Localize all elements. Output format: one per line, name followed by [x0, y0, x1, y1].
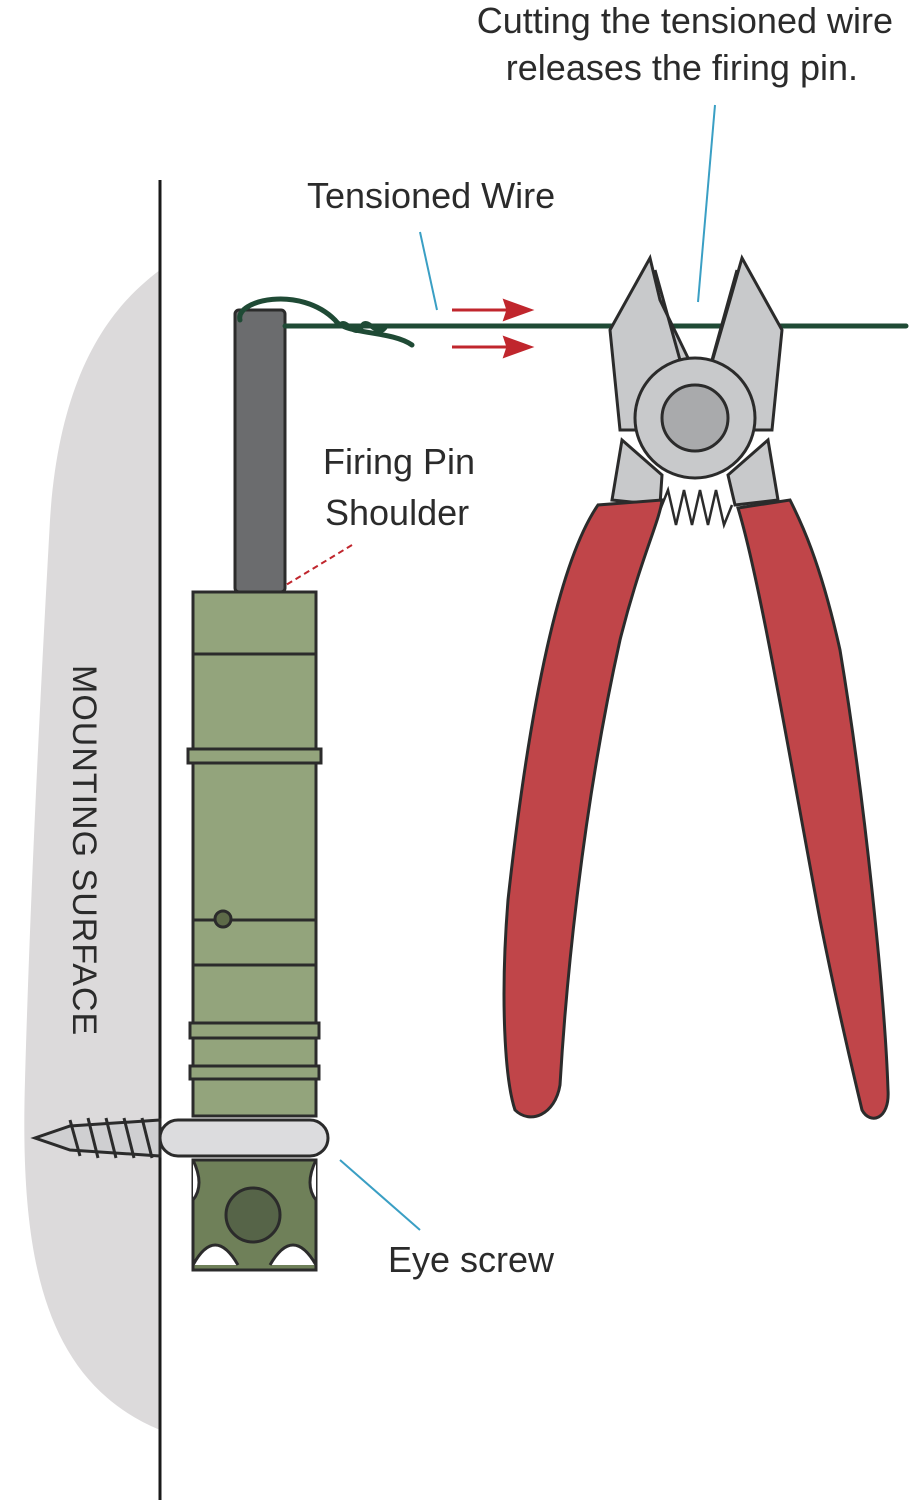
plier-left-handle: [502, 498, 664, 1119]
tensioned-wire-leader: [419, 231, 438, 311]
firing-pin-label-line1: Firing Pin: [323, 441, 475, 482]
firing-pin-leader: [285, 544, 353, 586]
cut-note-line2: releases the firing pin.: [506, 47, 858, 88]
tensioned-wire: [237, 296, 909, 348]
eye-screw-label: Eye screw: [388, 1239, 555, 1280]
plier-right-handle: [736, 498, 890, 1120]
firing-pin: [233, 308, 287, 594]
eye-screw-leader: [339, 1159, 421, 1231]
pliers: [502, 253, 890, 1120]
eye-screw: [30, 1117, 330, 1159]
tensioned-wire-label: Tensioned Wire: [307, 175, 555, 216]
mounting-surface-label: MOUNTING SURFACE: [65, 665, 103, 1036]
device-body: [186, 590, 323, 1118]
pull-arrows: [452, 298, 535, 359]
firing-pin-label-line2: Shoulder: [325, 492, 469, 533]
cut-note-line1: Cutting the tensioned wire: [477, 0, 893, 41]
device-base: [191, 1158, 318, 1272]
cut-note-leader: [697, 104, 716, 303]
